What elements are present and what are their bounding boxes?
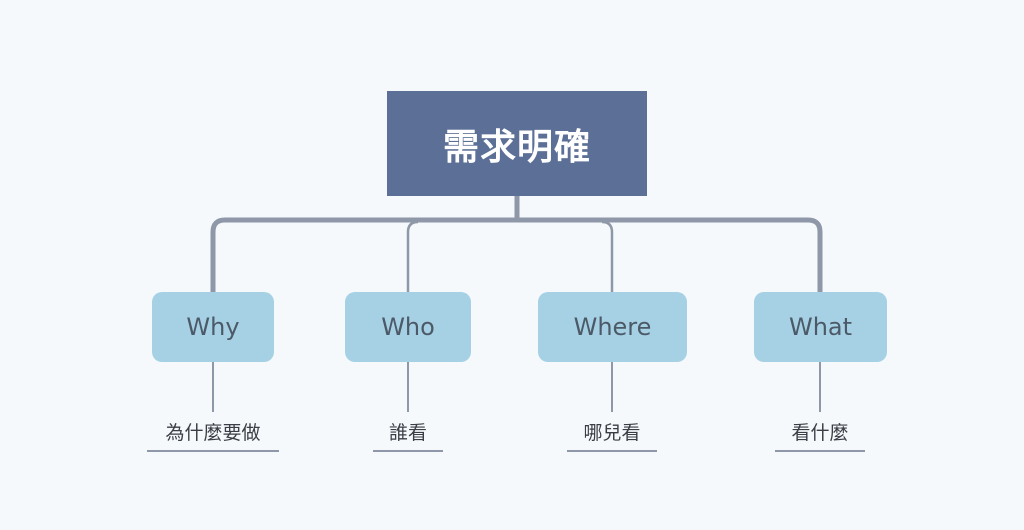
sub-node-label: 哪兒看: [583, 421, 641, 444]
child-node-who[interactable]: Who: [345, 292, 471, 362]
connector-branch-where: [601, 220, 614, 292]
child-node-label: What: [788, 313, 853, 341]
child-node-where[interactable]: Where: [538, 292, 687, 362]
sub-node-why[interactable]: 為什麼要做: [147, 416, 279, 446]
root-node-label: 需求明確: [442, 126, 591, 168]
sub-node-label: 為什麼要做: [165, 421, 261, 444]
child-node-label: Where: [573, 313, 652, 341]
sub-node-underline: [567, 450, 657, 452]
sub-node-underline: [147, 450, 279, 452]
child-node-what[interactable]: What: [754, 292, 887, 362]
sub-node-where[interactable]: 哪兒看: [567, 416, 657, 446]
child-node-label: Who: [381, 313, 435, 341]
child-node-why[interactable]: Why: [152, 292, 274, 362]
sub-node-what[interactable]: 看什麼: [775, 416, 865, 446]
sub-node-underline: [373, 450, 443, 452]
root-node[interactable]: 需求明確: [387, 91, 647, 196]
sub-node-label: 誰看: [388, 421, 427, 444]
connector-branch-who: [406, 220, 419, 292]
child-node-label: Why: [186, 313, 240, 341]
sub-node-label: 看什麼: [791, 421, 849, 444]
sub-node-underline: [775, 450, 865, 452]
sub-node-who[interactable]: 誰看: [373, 416, 443, 446]
connector-bus: [210, 217, 823, 292]
